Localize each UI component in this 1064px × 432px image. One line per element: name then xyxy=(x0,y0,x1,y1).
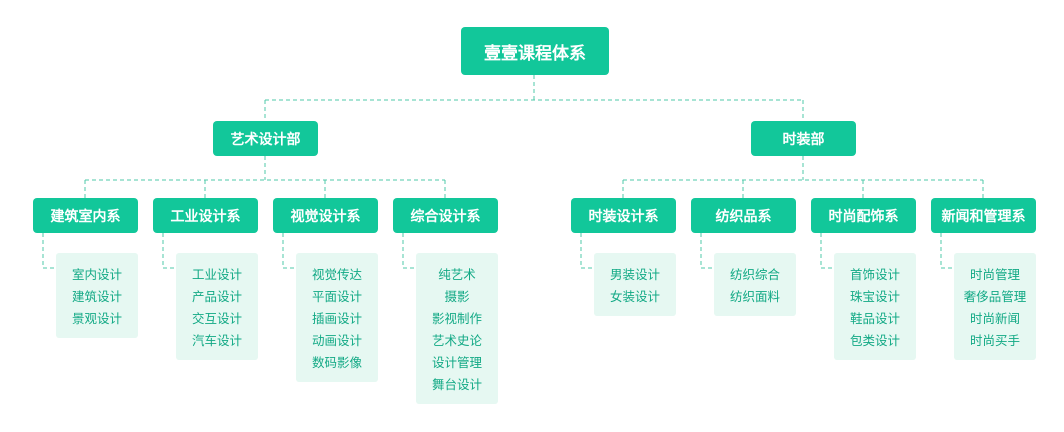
course-item: 纺织综合 xyxy=(729,267,780,282)
course-list-fashion-design: 男装设计 女装设计 xyxy=(594,253,676,316)
course-item: 摄影 xyxy=(444,289,470,304)
course-item: 交互设计 xyxy=(191,311,242,326)
system-visual-design: 视觉设计系 xyxy=(273,198,378,233)
system-integrated-design: 综合设计系 xyxy=(393,198,498,233)
course-item: 动画设计 xyxy=(311,333,362,348)
course-item: 平面设计 xyxy=(311,289,362,304)
course-item: 时尚新闻 xyxy=(969,311,1020,326)
course-item: 汽车设计 xyxy=(191,333,242,348)
course-item: 景观设计 xyxy=(71,311,122,326)
course-list-architecture-interior: 室内设计 建筑设计 景观设计 xyxy=(56,253,138,338)
course-list-textiles: 纺织综合 纺织面料 xyxy=(714,253,796,316)
course-list-news-management: 时尚管理 奢侈品管理 时尚新闻 时尚买手 xyxy=(954,253,1036,360)
course-list-fashion-accessories: 首饰设计 珠宝设计 鞋品设计 包类设计 xyxy=(834,253,916,360)
dept-fashion: 时装部 xyxy=(751,121,856,156)
course-item: 纯艺术 xyxy=(438,267,476,282)
dept-art-design: 艺术设计部 xyxy=(213,121,318,156)
course-list-visual-design: 视觉传达 平面设计 插画设计 动画设计 数码影像 xyxy=(296,253,378,382)
course-item: 时尚买手 xyxy=(969,333,1020,348)
course-item: 珠宝设计 xyxy=(849,289,900,304)
course-item: 奢侈品管理 xyxy=(963,289,1027,304)
course-item: 纺织面料 xyxy=(729,289,780,304)
course-item: 时尚管理 xyxy=(969,267,1020,282)
course-item: 包类设计 xyxy=(849,333,900,348)
root-node: 壹壹课程体系 xyxy=(461,27,609,75)
course-item: 视觉传达 xyxy=(311,267,362,282)
course-item: 首饰设计 xyxy=(849,267,900,282)
course-item: 设计管理 xyxy=(431,355,482,370)
system-textiles: 纺织品系 xyxy=(691,198,796,233)
course-list-integrated-design: 纯艺术 摄影 影视制作 艺术史论 设计管理 舞台设计 xyxy=(416,253,498,404)
system-industrial-design: 工业设计系 xyxy=(153,198,258,233)
course-item: 室内设计 xyxy=(71,267,122,282)
course-item: 工业设计 xyxy=(191,267,242,282)
course-list-industrial-design: 工业设计 产品设计 交互设计 汽车设计 xyxy=(176,253,258,360)
course-item: 影视制作 xyxy=(431,311,482,326)
system-news-management: 新闻和管理系 xyxy=(931,198,1036,233)
course-item: 插画设计 xyxy=(311,311,362,326)
course-item: 产品设计 xyxy=(191,289,242,304)
system-fashion-design: 时装设计系 xyxy=(571,198,676,233)
course-item: 数码影像 xyxy=(311,355,362,370)
course-item: 艺术史论 xyxy=(431,333,482,348)
course-item: 男装设计 xyxy=(609,267,660,282)
course-item: 鞋品设计 xyxy=(849,311,900,326)
course-item: 舞台设计 xyxy=(431,377,482,392)
system-architecture-interior: 建筑室内系 xyxy=(33,198,138,233)
course-item: 女装设计 xyxy=(609,289,660,304)
course-item: 建筑设计 xyxy=(71,289,122,304)
system-fashion-accessories: 时尚配饰系 xyxy=(811,198,916,233)
